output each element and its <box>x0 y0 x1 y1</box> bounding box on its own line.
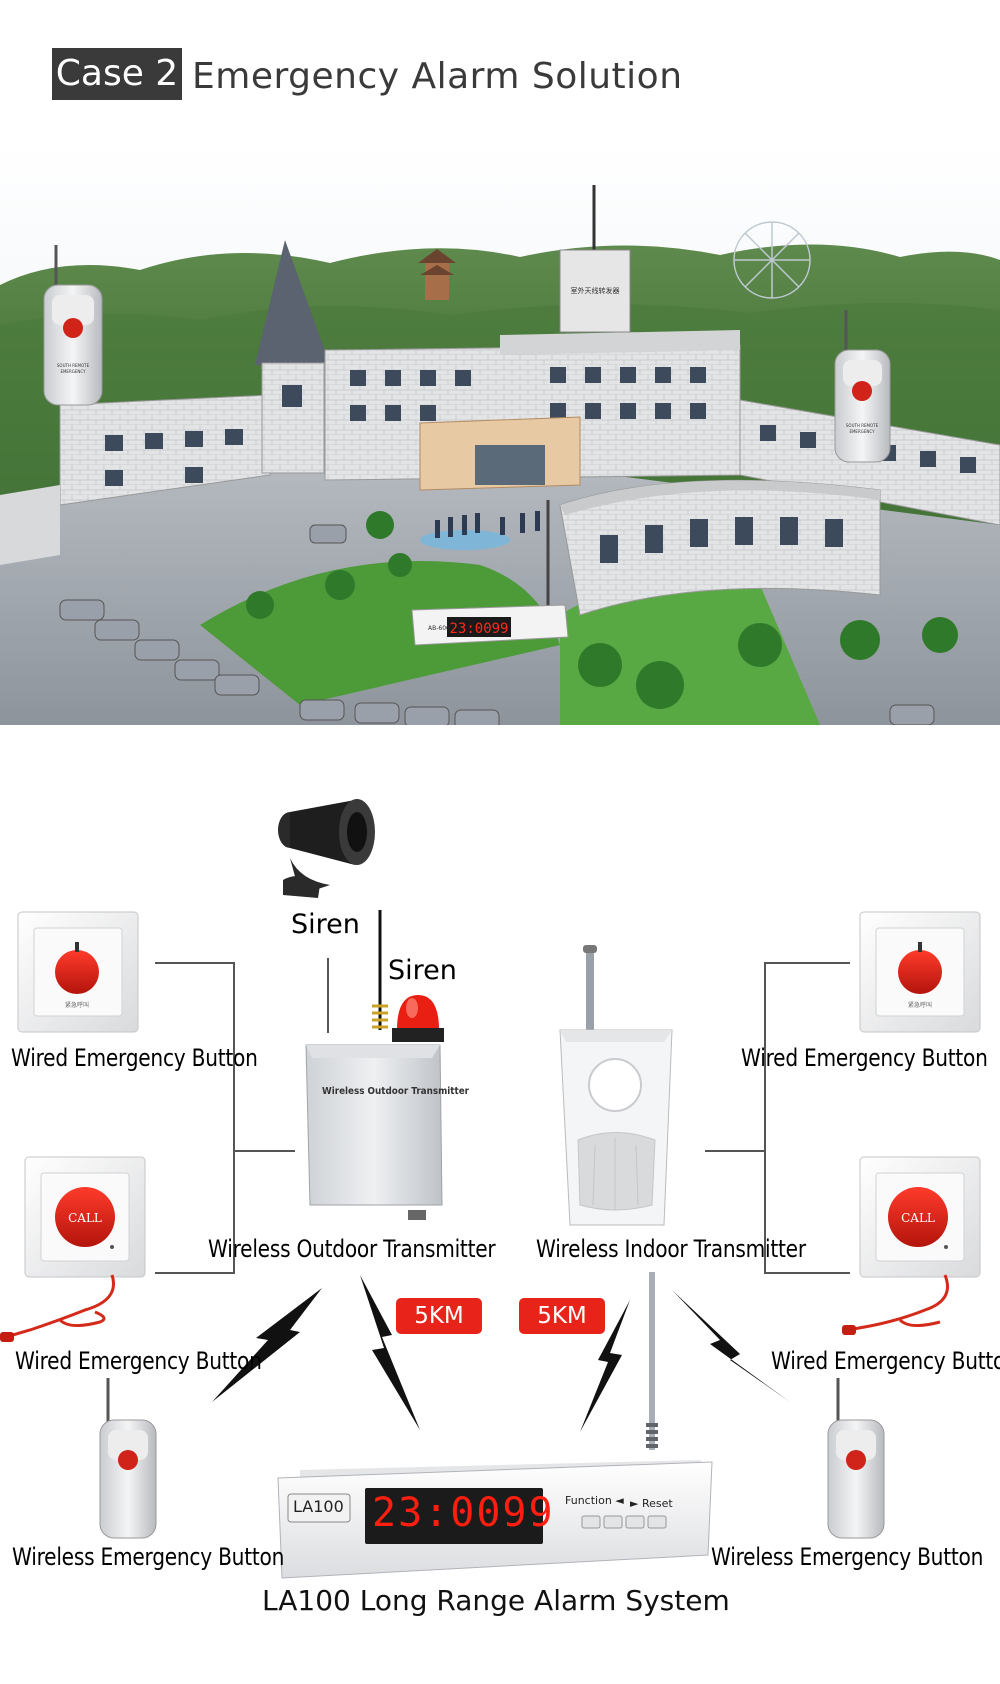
page-title: Emergency Alarm Solution <box>192 56 683 97</box>
wired-button-top-right-label: Wired Emergency Button <box>741 1044 988 1072</box>
wired-call-right-label: Wired Emergency Button <box>771 1347 1000 1375</box>
bolt-left-1 <box>212 1288 322 1402</box>
svg-text:EMERGENCY: EMERGENCY <box>60 369 86 374</box>
wireless-button-right-label: Wireless Emergency Button <box>711 1543 984 1571</box>
svg-text:SOUTH REMOTE: SOUTH REMOTE <box>57 363 90 368</box>
wire-siren-to-box <box>327 958 329 1033</box>
building-main <box>324 330 741 491</box>
scene-alarm-panel: 23:0099 AB-600 <box>411 500 569 646</box>
rooftop-repeater: 室外天线转发器 <box>559 185 631 333</box>
svg-text:EMERGENCY: EMERGENCY <box>849 429 875 434</box>
bolt-left-2 <box>360 1275 420 1430</box>
lawn <box>200 561 560 705</box>
outdoor-transmitter-label: Wireless Outdoor Transmitter <box>208 1235 496 1263</box>
siren-light-label: Siren <box>388 955 457 986</box>
range-badge-right: 5KM <box>519 1298 605 1334</box>
svg-text:SOUTH REMOTE: SOUTH REMOTE <box>846 423 879 428</box>
indoor-transmitter-label: Wireless Indoor Transmitter <box>536 1235 806 1263</box>
indoor-transmitter-device <box>559 945 673 1226</box>
scene-remote-left: SOUTH REMOTE EMERGENCY <box>43 245 103 406</box>
scene-panel-display: 23:0099 <box>449 621 508 637</box>
spire-tower <box>255 240 330 474</box>
system-title: LA100 Long Range Alarm System <box>262 1584 730 1617</box>
wireless-remote-left <box>99 1378 157 1539</box>
wireless-button-left-label: Wireless Emergency Button <box>12 1543 285 1571</box>
la100-receiver <box>277 1460 713 1579</box>
siren-light-icon <box>392 995 444 1042</box>
wire-left-mid <box>233 1150 295 1152</box>
wired-button-top-left-label: Wired Emergency Button <box>11 1044 258 1072</box>
wire-right-top <box>765 962 850 964</box>
svg-text:CALL: CALL <box>901 1211 935 1225</box>
people <box>435 511 540 538</box>
outdoor-transmitter-device <box>305 1044 443 1220</box>
outdoor-box-text: Wireless Outdoor Transmitter <box>322 1086 470 1097</box>
svg-text:CALL: CALL <box>68 1211 102 1225</box>
pagoda <box>418 249 456 300</box>
case-badge: Case 2 <box>52 48 182 100</box>
signal-bolts <box>212 1275 790 1432</box>
scene-remote-right: SOUTH REMOTE EMERGENCY <box>834 310 891 463</box>
repeater-text: 室外天线转发器 <box>571 286 620 295</box>
wired-emergency-button-top-right: 紧急呼叫 <box>859 911 981 1033</box>
parked-cars <box>59 524 935 725</box>
wire-right-mid <box>705 1150 765 1152</box>
svg-text:紧急呼叫: 紧急呼叫 <box>908 1001 932 1009</box>
bolt-right-1 <box>580 1300 630 1432</box>
building-curved-front <box>559 479 881 616</box>
siren-horn-label: Siren <box>291 909 360 940</box>
campus-scene: 室外天线转发器 23:0099 AB-600 SOUTH REMOTE EMER… <box>0 145 1000 725</box>
wired-emergency-button-top-left: 紧急呼叫 <box>17 911 139 1033</box>
receiver-reset-label: ► Reset <box>630 1497 673 1510</box>
wire-right-bottom <box>765 1272 850 1274</box>
svg-text:紧急呼叫: 紧急呼叫 <box>65 1001 89 1009</box>
range-badge-left: 5KM <box>396 1298 482 1334</box>
call-button-left: CALL <box>24 1156 146 1278</box>
pond <box>420 530 510 550</box>
wire-right-vertical <box>764 962 766 1274</box>
trees <box>246 511 958 709</box>
ferris-wheel <box>733 221 811 299</box>
scene-panel-model: AB-600 <box>428 625 450 632</box>
building-left-wing <box>0 394 271 565</box>
receiver-function-label: Function ◄ <box>565 1494 624 1507</box>
wire-left-vertical <box>233 962 235 1274</box>
wire-left-top <box>155 962 235 964</box>
receiver-antenna-coil <box>646 1423 658 1448</box>
outdoor-antenna-coil <box>372 1004 388 1029</box>
siren-horn-icon <box>278 799 375 898</box>
call-button-right: CALL <box>859 1156 981 1278</box>
wired-call-left-label: Wired Emergency Button <box>15 1347 262 1375</box>
wire-left-bottom <box>155 1272 235 1274</box>
receiver-display: 23:0099 <box>372 1490 555 1536</box>
pull-cord-right <box>847 1274 949 1332</box>
receiver-model-label: LA100 <box>293 1497 344 1516</box>
pull-cord-left <box>5 1274 115 1339</box>
bolt-right-2 <box>672 1290 790 1402</box>
wireless-remote-right <box>827 1378 885 1539</box>
